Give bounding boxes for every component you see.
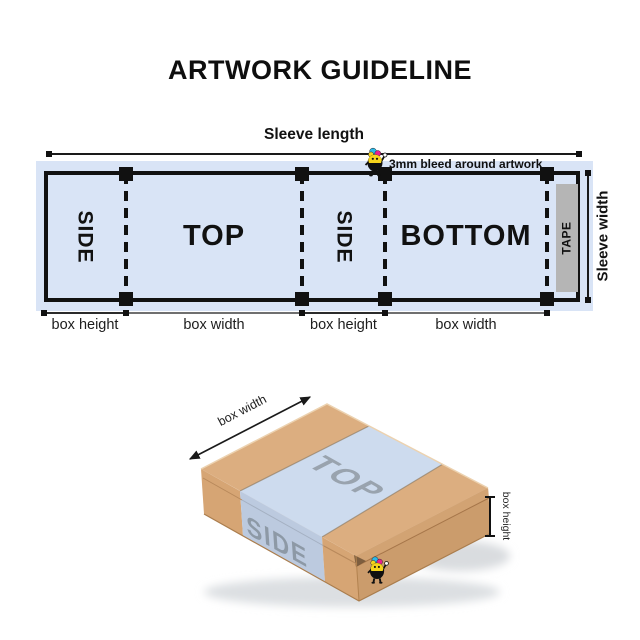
box-front-corner-edge [355, 555, 360, 602]
panel-side-2-label: SIDE [332, 209, 356, 264]
cmyk-mascot-icon [367, 556, 389, 584]
page-title: ARTWORK GUIDELINE [168, 55, 472, 85]
panel-side-1: SIDE [44, 171, 126, 302]
dim-line-box-height-1 [44, 312, 126, 314]
dim-tick [299, 310, 305, 316]
box-lid-crease [356, 497, 490, 567]
sleeve-width-line-end-top [585, 170, 591, 176]
dim-label-box-width-1: box width [183, 317, 245, 333]
fold-marker [119, 292, 133, 306]
dim-line-box-width-1 [126, 312, 302, 314]
sleeve-length-label: Sleeve length [264, 126, 364, 143]
box-left-crease-2 [323, 545, 358, 565]
fold-line-2 [300, 174, 304, 298]
panel-bottom-label: BOTTOM [400, 220, 532, 252]
dim-tick [123, 310, 129, 316]
fold-line-3 [383, 174, 387, 298]
dim-line-box-height-2 [302, 312, 385, 314]
sleeve-width-label: Sleeve width [594, 190, 612, 282]
fold-marker [378, 167, 392, 181]
dim-tick [41, 310, 47, 316]
box-illustration: TOP SIDE box width box height [188, 392, 512, 607]
dim-label-box-height-2: box height [310, 317, 377, 333]
box-band-top [240, 426, 443, 537]
sleeve-width-line-end-bottom [585, 297, 591, 303]
panel-side-1-label: SIDE [73, 209, 97, 264]
box-face-right [356, 488, 491, 601]
box-left-crease [202, 477, 243, 501]
panel-top-label: TOP [182, 220, 246, 252]
box-band-side [240, 491, 325, 582]
dim-line-box-width-2 [385, 312, 547, 314]
panel-bottom: BOTTOM [385, 171, 547, 302]
sleeve-length-line-end-left [46, 151, 52, 157]
box-width-arrow [188, 396, 312, 460]
fold-line-1 [124, 174, 128, 298]
panel-top: TOP [126, 171, 302, 302]
fold-marker [378, 292, 392, 306]
fold-marker [540, 167, 554, 181]
dim-label-box-height-1: box height [51, 317, 119, 333]
fold-line-4 [545, 174, 549, 298]
bleed-area [36, 161, 593, 311]
dim-tick [544, 310, 550, 316]
sleeve-length-line [49, 153, 579, 155]
dim-label-box-width-2: box width [435, 317, 497, 333]
fold-marker [540, 292, 554, 306]
dim-tick [382, 310, 388, 316]
sleeve-length-line-end-right [576, 151, 582, 157]
sleeve-width-line [587, 173, 589, 300]
box-lid-strip [356, 488, 489, 566]
cmyk-mascot-icon [364, 147, 388, 177]
panel-side-2: SIDE [302, 171, 385, 302]
tape-strip: TAPE [556, 184, 578, 292]
fold-marker [119, 167, 133, 181]
box-height-label: box height [500, 492, 512, 541]
tape-label: TAPE [560, 221, 574, 255]
box-bottom-edges [203, 513, 492, 602]
fold-marker [295, 167, 309, 181]
box-width-label: box width [215, 392, 268, 429]
bleed-note: 3mm bleed around artwork [389, 157, 543, 171]
fold-marker [295, 292, 309, 306]
box-face-left-tan-1 [201, 469, 243, 536]
band-crease-shadow [241, 499, 325, 547]
artwork-frame [44, 171, 580, 302]
